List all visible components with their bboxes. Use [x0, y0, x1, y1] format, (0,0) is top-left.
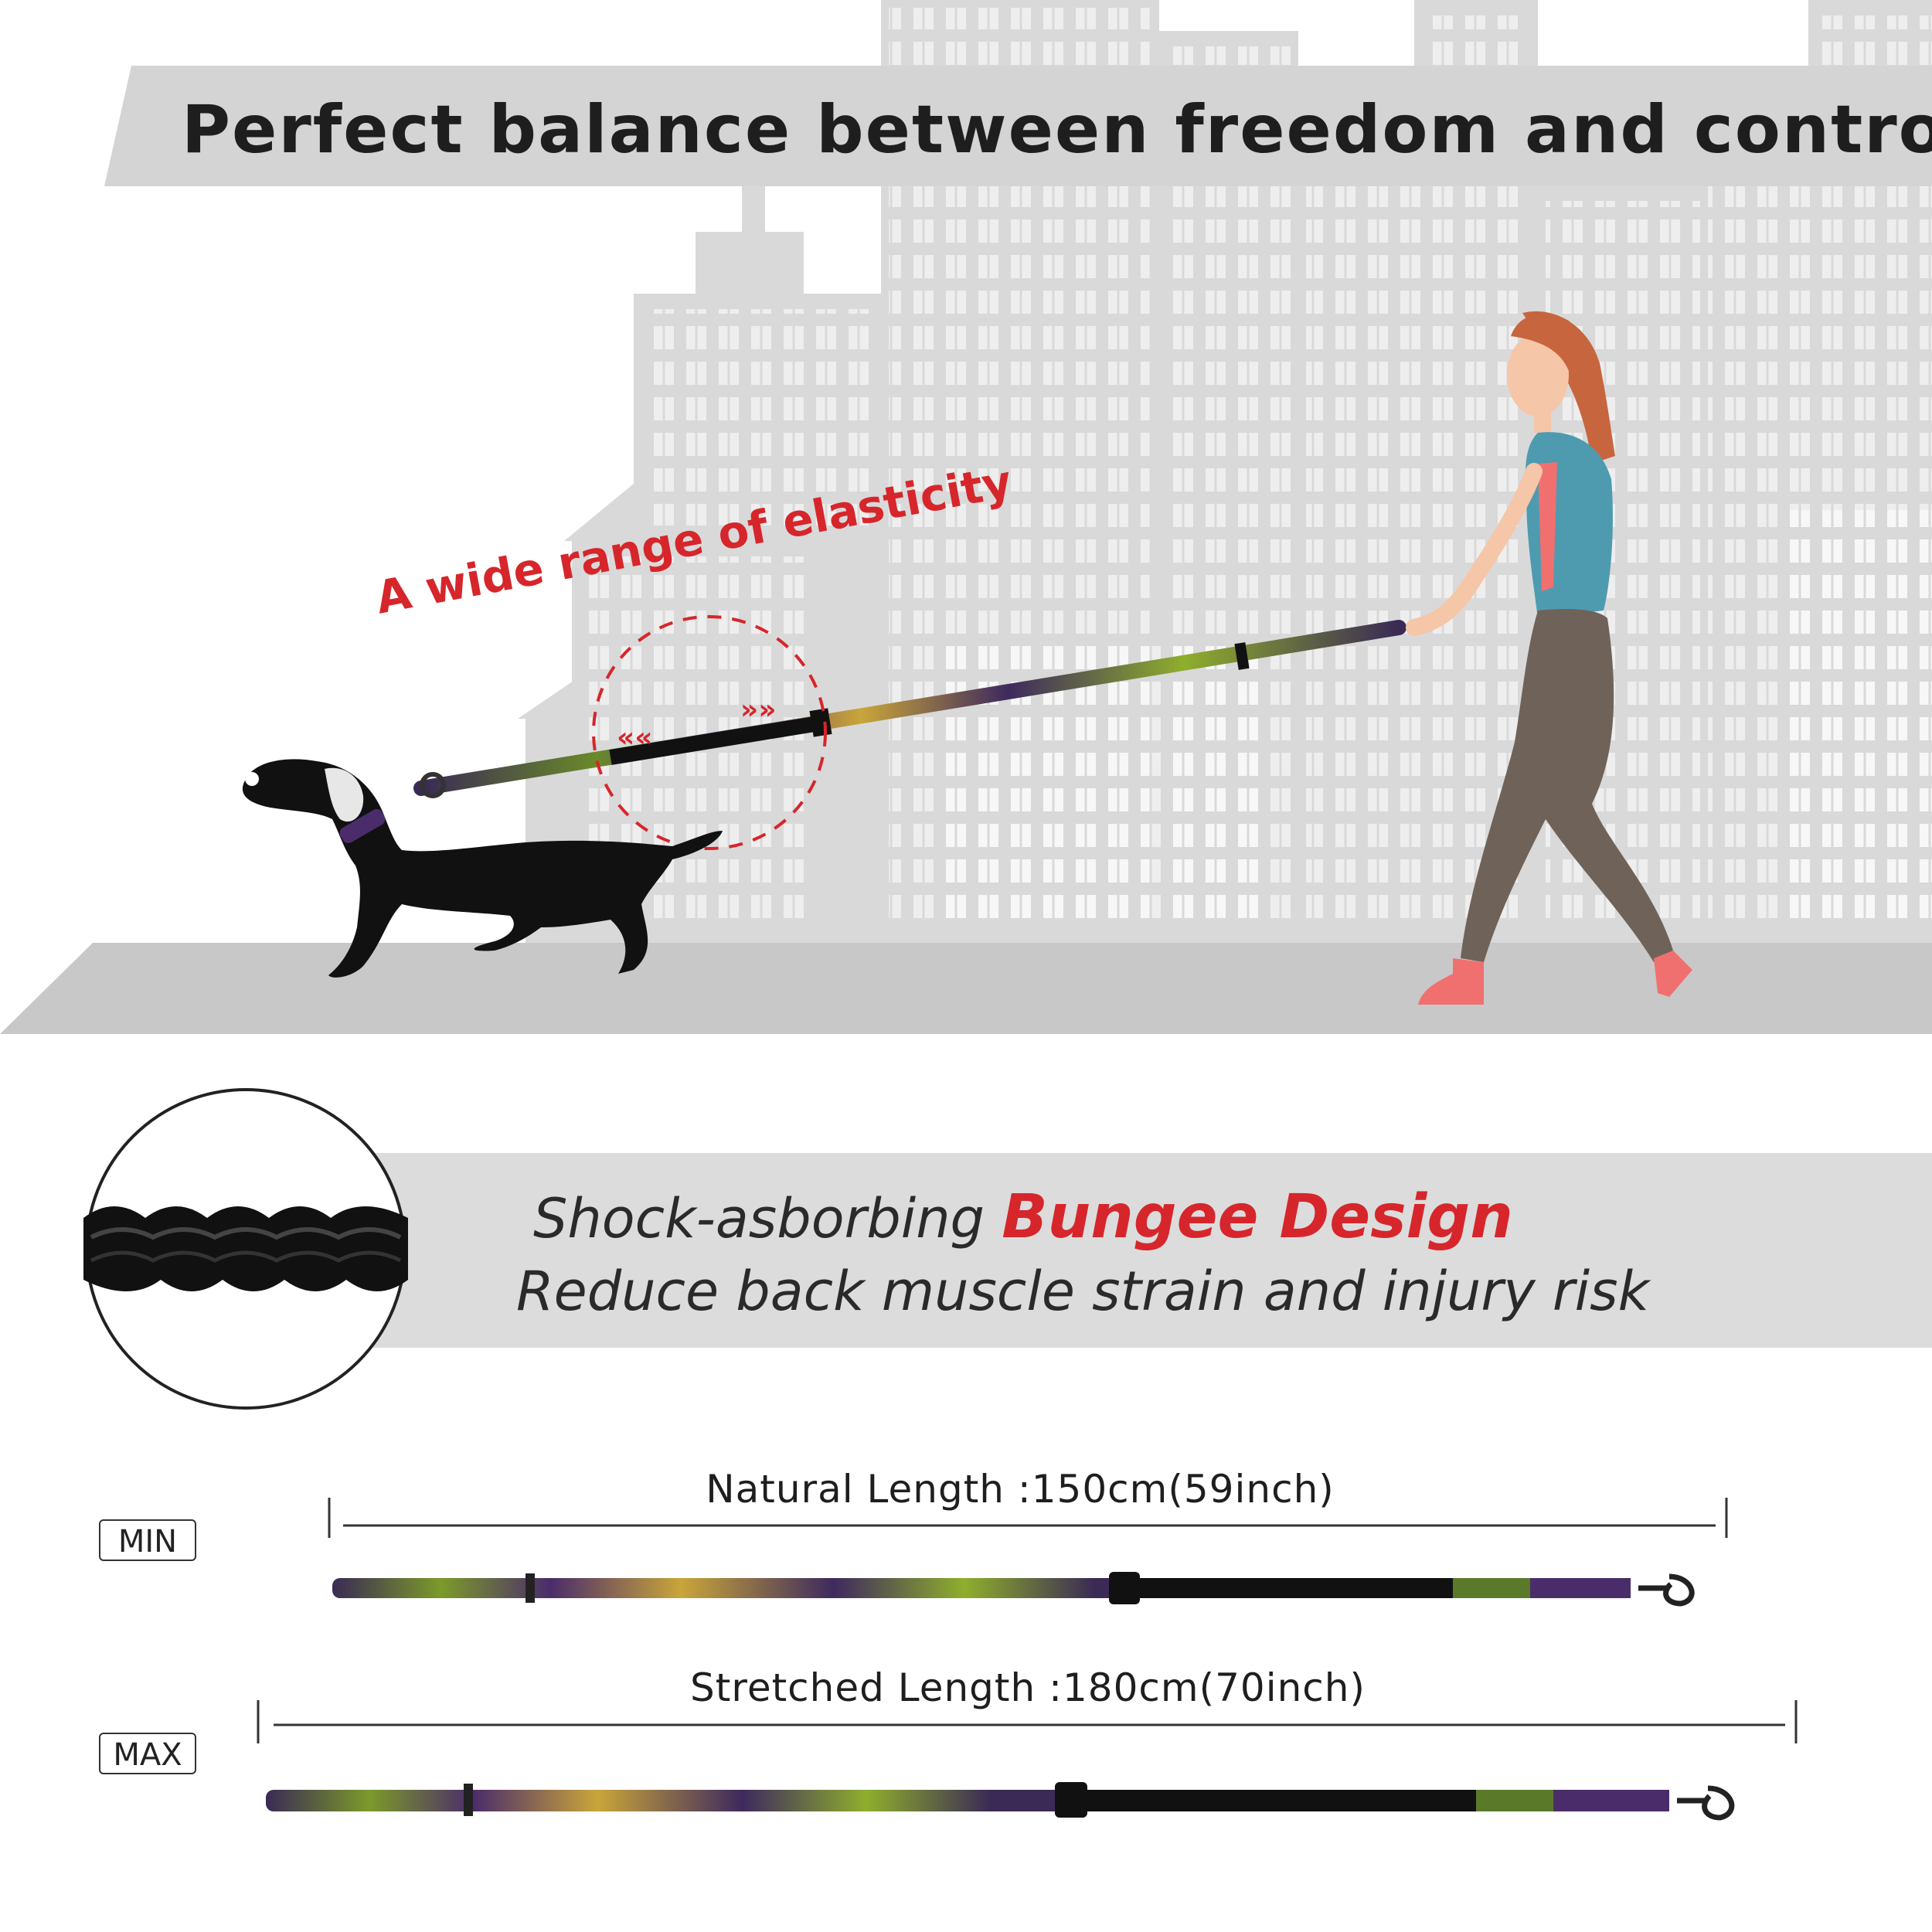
dog-silhouette	[242, 759, 723, 978]
dog-walking-illustration: «« »»	[0, 0, 1932, 1034]
woman-figure	[1406, 311, 1692, 1005]
bungee-title-prefix: Shock-asborbing	[533, 1187, 1002, 1250]
leash-illustration	[413, 620, 1406, 798]
bungee-cord	[83, 1206, 408, 1291]
natural-length-measure	[328, 1498, 1728, 1538]
stretched-length-label: Stretched Length :180cm(70inch)	[690, 1665, 1366, 1710]
elasticity-indicator: «« »»	[592, 615, 827, 850]
bungee-closeup	[83, 1088, 408, 1410]
natural-length-label: Natural Length :150cm(59inch)	[706, 1467, 1335, 1512]
bungee-subtitle: Reduce back muscle strain and injury ris…	[516, 1260, 1650, 1323]
headline: Perfect balance between freedom and cont…	[182, 91, 1932, 168]
svg-text:»»: »»	[740, 694, 777, 726]
leash-stretched	[266, 1782, 1735, 1821]
min-tag: MIN	[99, 1519, 196, 1561]
ground	[0, 943, 1932, 1034]
leash-natural	[332, 1572, 1695, 1607]
bungee-title: Shock-asborbing Bungee Design	[533, 1182, 1847, 1252]
bungee-title-highlight: Bungee Design	[1002, 1182, 1513, 1252]
dog-collar	[339, 808, 386, 844]
max-tag: MAX	[99, 1733, 196, 1774]
svg-text:««: ««	[617, 722, 653, 753]
bungee-band	[355, 1153, 1932, 1348]
headline-band	[104, 66, 1932, 186]
stretched-length-measure	[257, 1700, 1798, 1743]
